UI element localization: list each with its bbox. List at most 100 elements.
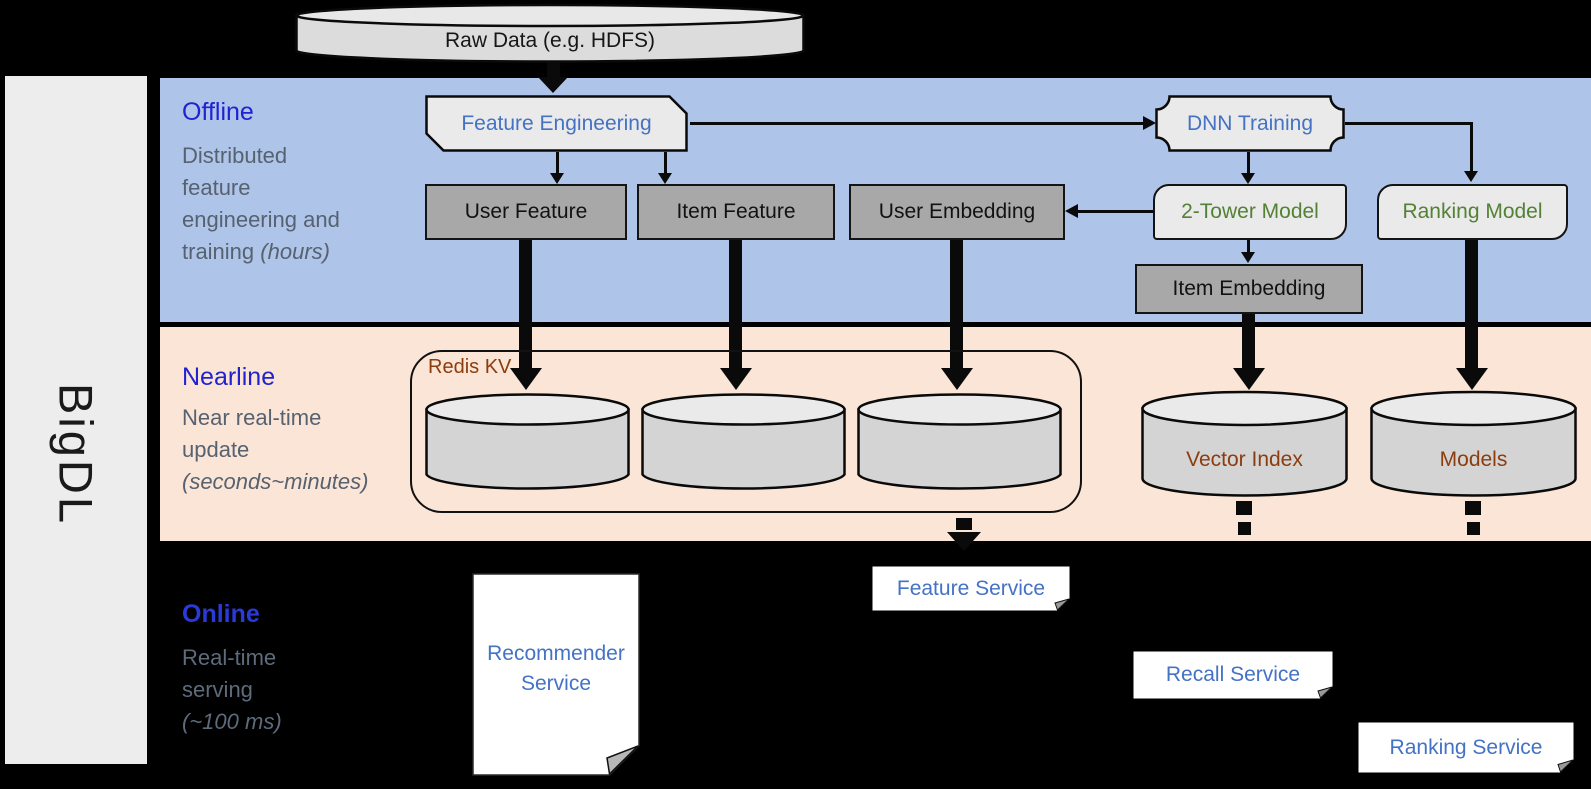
arrow-head — [1464, 171, 1478, 182]
offline-desc-line3: engineering and — [182, 207, 340, 232]
nearline-desc-line1: Near real-time — [182, 405, 322, 430]
offline-desc-line4-italic: (hours) — [260, 239, 330, 264]
user-feature-node: User Feature — [425, 184, 627, 240]
models-label: Models — [1439, 447, 1508, 471]
arrow-shaft — [1470, 122, 1473, 171]
arrow-head — [720, 368, 752, 390]
arrow-shaft — [1247, 240, 1250, 253]
arrow-head — [947, 532, 981, 551]
arrow-shaft — [950, 240, 963, 368]
offline-desc-line2: feature — [182, 175, 251, 200]
arrow-shaft — [519, 240, 532, 368]
arrow-shaft — [1247, 152, 1250, 174]
document-shape — [872, 566, 1070, 611]
arrow-shaft — [1345, 122, 1472, 125]
user-embedding-node: User Embedding — [849, 184, 1065, 240]
feature-engineering-label: Feature Engineering — [461, 111, 652, 135]
arrow-head — [1456, 368, 1488, 390]
recommender-service-label: Recommender Service — [487, 642, 625, 695]
online-title: Online — [182, 600, 260, 628]
redis-cylinder-2 — [641, 392, 846, 492]
arrow-head — [1241, 173, 1255, 184]
arrow-dash — [1238, 522, 1251, 535]
redis-cylinder-1 — [425, 392, 630, 492]
recommender-service-node: Recommender Service — [472, 573, 640, 776]
dnn-training-node: DNN Training — [1155, 95, 1345, 152]
arrow-dash — [1236, 501, 1252, 515]
models-cylinder: Models — [1370, 390, 1577, 497]
ranking-model-label: Ranking Model — [1402, 200, 1543, 223]
arrow-head — [1143, 116, 1156, 130]
redis-cylinder-3 — [857, 392, 1062, 492]
ranking-service-node: Ranking Service — [1358, 722, 1574, 773]
arrow-dash — [1467, 522, 1480, 535]
arrow-head — [1241, 252, 1255, 263]
online-desc-line3-italic: (~100 ms) — [182, 709, 282, 734]
arrow-head — [538, 77, 568, 93]
document-shape — [1358, 722, 1574, 773]
nearline-desc-line3: (seconds~minutes) — [182, 466, 368, 498]
vector-index-label: Vector Index — [1186, 447, 1303, 471]
bigdl-sidebar: BigDL — [5, 76, 147, 764]
offline-desc-line4-plain: training — [182, 239, 255, 264]
arrow-head — [1233, 368, 1265, 390]
arrow-dash — [956, 518, 972, 530]
arrow-shaft — [556, 152, 559, 174]
arrow-shaft — [690, 122, 1145, 125]
redis-kv-label: Redis KV — [428, 356, 512, 378]
cylinder-shape — [641, 393, 846, 490]
nearline-description: Near real-time update (seconds~minutes) — [182, 402, 368, 498]
plaque-shape — [1155, 95, 1345, 152]
arrow-shaft — [547, 61, 560, 78]
nearline-desc-line3-italic: (seconds~minutes) — [182, 469, 369, 494]
dnn-training-label: DNN Training — [1186, 111, 1314, 135]
ranking-service-label: Ranking Service — [1389, 735, 1543, 759]
feature-service-label: Feature Service — [896, 576, 1046, 600]
arrow-shaft — [1465, 240, 1478, 368]
arrow-shaft — [1242, 314, 1255, 368]
arrow-shaft — [729, 240, 742, 368]
cylinder-shape — [857, 393, 1062, 490]
offline-description: Distributed feature engineering and trai… — [182, 140, 340, 268]
feature-service-node: Feature Service — [872, 566, 1070, 611]
nearline-title: Nearline — [182, 363, 276, 391]
document-shape — [1133, 651, 1333, 699]
online-description: Real-time serving (~100 ms) — [182, 642, 282, 738]
nearline-desc-line2: update — [182, 437, 250, 462]
raw-data-cylinder: Raw Data (e.g. HDFS) — [295, 3, 805, 63]
ranking-model-node: Ranking Model — [1377, 184, 1568, 240]
arrow-shaft — [1077, 210, 1153, 213]
cylinder-shape — [295, 3, 805, 63]
offline-desc-line1: Distributed — [182, 143, 288, 168]
raw-data-label: Raw Data (e.g. HDFS) — [444, 29, 656, 52]
document-shape — [472, 573, 640, 776]
redis-kv-container — [410, 350, 1082, 513]
cylinder-shape — [1141, 390, 1348, 497]
arrow-dash — [1465, 501, 1481, 515]
feature-engineering-node: Feature Engineering — [425, 95, 688, 152]
arrow-head — [1065, 204, 1078, 218]
item-embedding-node: Item Embedding — [1135, 264, 1363, 314]
bigdl-logo-text: BigDL — [49, 383, 103, 527]
item-embedding-label: Item Embedding — [1172, 277, 1326, 300]
recall-service-label: Recall Service — [1165, 663, 1301, 686]
vector-index-cylinder: Vector Index — [1141, 390, 1348, 497]
offline-title: Offline — [182, 98, 254, 126]
online-desc-line2: serving — [182, 677, 253, 702]
item-feature-node: Item Feature — [637, 184, 835, 240]
user-embedding-label: User Embedding — [878, 200, 1036, 223]
online-desc-line1: Real-time — [182, 645, 277, 670]
arrow-head — [510, 368, 542, 390]
arrow-head — [658, 173, 672, 184]
arrow-head — [941, 368, 973, 390]
offline-desc-line4: training (hours) — [182, 236, 340, 268]
hexagon-shape — [425, 95, 688, 152]
item-feature-label: Item Feature — [676, 200, 796, 223]
cylinder-shape — [1370, 390, 1577, 497]
user-feature-label: User Feature — [464, 200, 588, 223]
cylinder-shape — [425, 393, 630, 490]
recall-service-node: Recall Service — [1133, 651, 1333, 699]
two-tower-model-label: 2-Tower Model — [1181, 200, 1319, 223]
arrow-head — [550, 173, 564, 184]
